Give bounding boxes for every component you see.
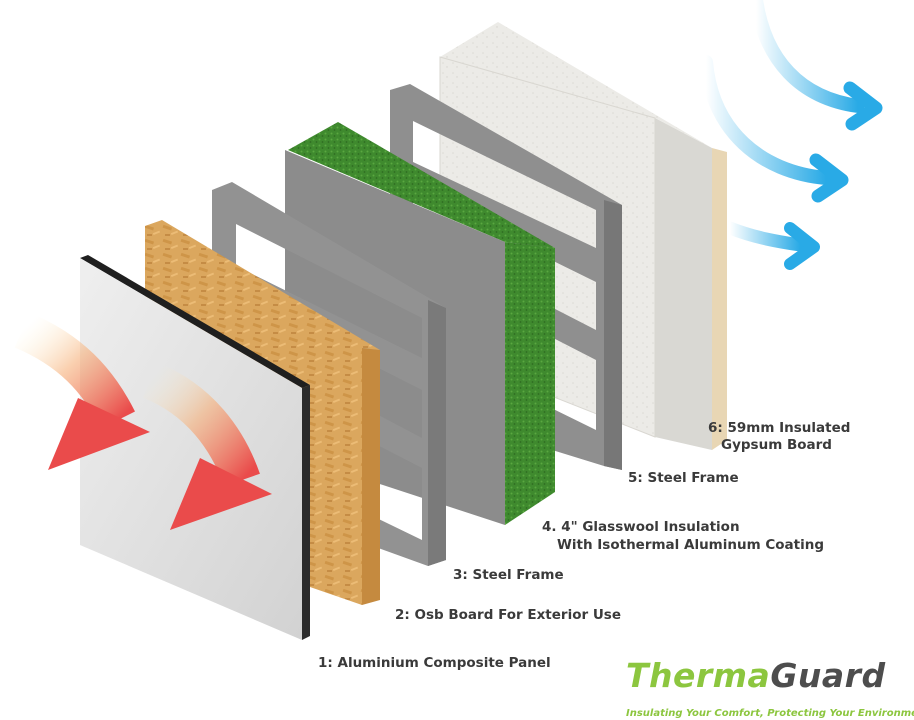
heat-arrow-2 [142,362,272,530]
heat-arrow-2-head [170,458,272,530]
steel-frame-3-side [428,300,446,566]
cool-arrow-1-shaft [749,0,865,113]
logo-part1: Therma [626,656,771,695]
gypsum-board-edge [712,148,727,450]
glasswool-side [505,242,555,525]
label-layer6-line2: Gypsum Board [721,437,832,453]
logo-part2: Guard [770,656,886,695]
cool-arrow-2-shaft [699,55,833,185]
heat-arrow-1-shaft [14,312,135,429]
cool-arrow-2 [699,55,849,203]
label-layer5: 5: Steel Frame [628,470,739,486]
label-layer6-line1: 6: 59mm Insulated [708,420,851,436]
logo-tagline: Insulating Your Comfort, Protecting Your… [626,708,914,719]
steel-frame-5-side [604,200,622,470]
aluminium-composite-panel-layer [80,255,310,640]
cool-arrow-1 [749,0,883,131]
panel-face [80,258,302,640]
glasswool-top [288,122,555,248]
gypsum-board-side [655,118,712,450]
heat-arrow-2-shaft [142,362,260,487]
label-layer4-line2: With Isothermal Aluminum Coating [557,537,825,553]
heat-arrow-1-head [48,398,150,470]
osb-board-side [362,348,380,605]
label-layer3: 3: Steel Frame [453,567,564,583]
label-layer1: 1: Aluminium Composite Panel [318,655,551,671]
label-layer4-line1: 4. 4" Glasswool Insulation [542,519,740,535]
cool-arrow-1-head [843,81,883,131]
cool-arrow-3-shaft [723,221,807,252]
cool-arrow-3-head [784,222,820,270]
cool-arrow-2-head [809,153,849,203]
panel-edge-dark [80,255,310,388]
panel-edge-side [302,385,310,640]
cool-arrow-3 [723,221,820,270]
thermaguard-logo: ThermaGuard [626,656,886,696]
label-layer2: 2: Osb Board For Exterior Use [395,607,621,623]
heat-arrow-1 [14,312,150,470]
